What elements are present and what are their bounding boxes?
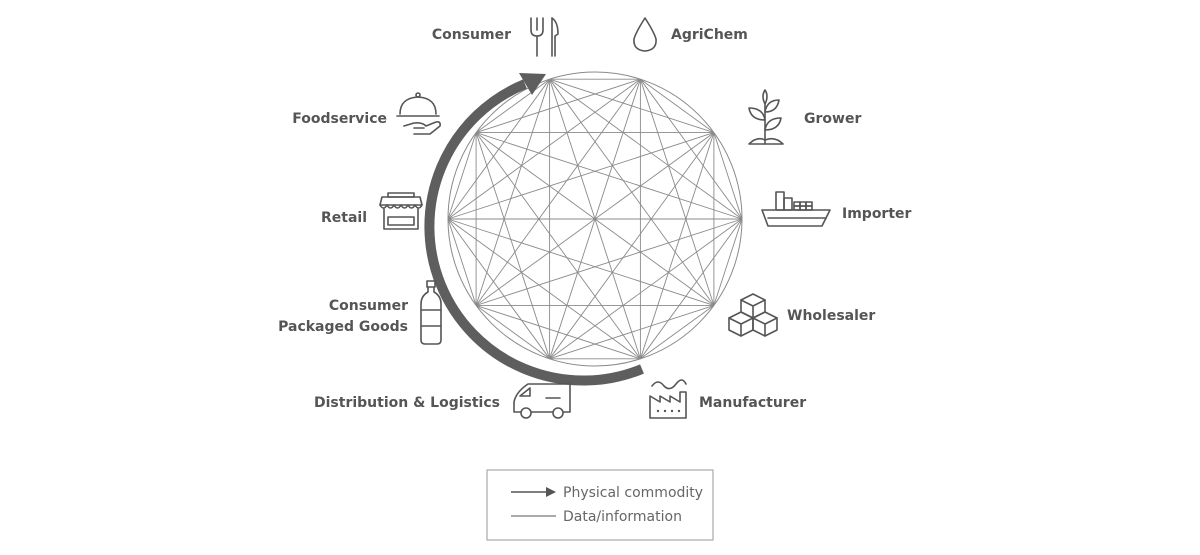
data-link xyxy=(475,78,641,134)
stacked-boxes-icon xyxy=(728,293,778,337)
data-link xyxy=(475,78,550,133)
data-link xyxy=(475,132,551,359)
data-link xyxy=(475,218,743,306)
cargo-ship-icon xyxy=(761,191,831,227)
data-link xyxy=(639,132,715,359)
data-link xyxy=(447,132,477,220)
node-label-cpg-line2: Packaged Goods xyxy=(278,319,408,335)
data-link xyxy=(549,218,743,360)
data-link xyxy=(640,305,715,360)
data-link xyxy=(447,218,550,360)
node-label-wholesaler: Wholesaler xyxy=(787,308,875,324)
data-link xyxy=(475,132,715,306)
node-label-retail: Retail xyxy=(321,210,367,226)
legend-physical-label: Physical commodity xyxy=(563,485,703,501)
data-link xyxy=(713,218,743,306)
data-link xyxy=(475,305,550,360)
data-link xyxy=(447,218,477,306)
bottle-icon xyxy=(420,280,442,345)
node-label-manufacturer: Manufacturer xyxy=(699,395,806,411)
data-link xyxy=(447,132,715,220)
legend-data-label: Data/information xyxy=(563,509,682,525)
physical-flow-arc xyxy=(424,79,644,386)
data-link xyxy=(475,132,641,360)
storefront-icon xyxy=(379,192,423,230)
data-link xyxy=(447,218,641,360)
node-label-consumer: Consumer xyxy=(432,27,511,43)
physical-flow-arrowhead xyxy=(519,73,546,95)
water-drop-icon xyxy=(633,17,657,52)
node-label-cpg-line1: Consumer xyxy=(329,298,408,314)
data-link xyxy=(549,78,743,220)
node-label-foodservice: Foodservice xyxy=(292,111,387,127)
legend: Physical commodity Data/information xyxy=(486,469,714,541)
data-link xyxy=(639,79,715,306)
data-link xyxy=(475,79,551,306)
factory-icon xyxy=(649,379,687,419)
cloche-hand-icon xyxy=(396,92,441,135)
data-link xyxy=(475,132,743,220)
legend-physical-arrowhead xyxy=(546,487,556,497)
fork-knife-icon xyxy=(530,17,559,57)
node-label-agrichem: AgriChem xyxy=(671,27,748,43)
node-label-grower: Grower xyxy=(804,111,861,127)
data-link xyxy=(447,78,641,220)
data-link xyxy=(713,132,743,220)
node-label-distribution: Distribution & Logistics xyxy=(314,395,500,411)
data-link xyxy=(640,78,715,133)
data-link xyxy=(447,218,715,306)
data-mesh xyxy=(447,78,743,360)
delivery-van-icon xyxy=(513,383,571,419)
legend-box xyxy=(486,469,714,541)
plant-sprout-icon xyxy=(748,89,784,145)
data-link xyxy=(475,304,641,360)
node-label-importer: Importer xyxy=(842,206,912,222)
data-link xyxy=(549,304,715,360)
